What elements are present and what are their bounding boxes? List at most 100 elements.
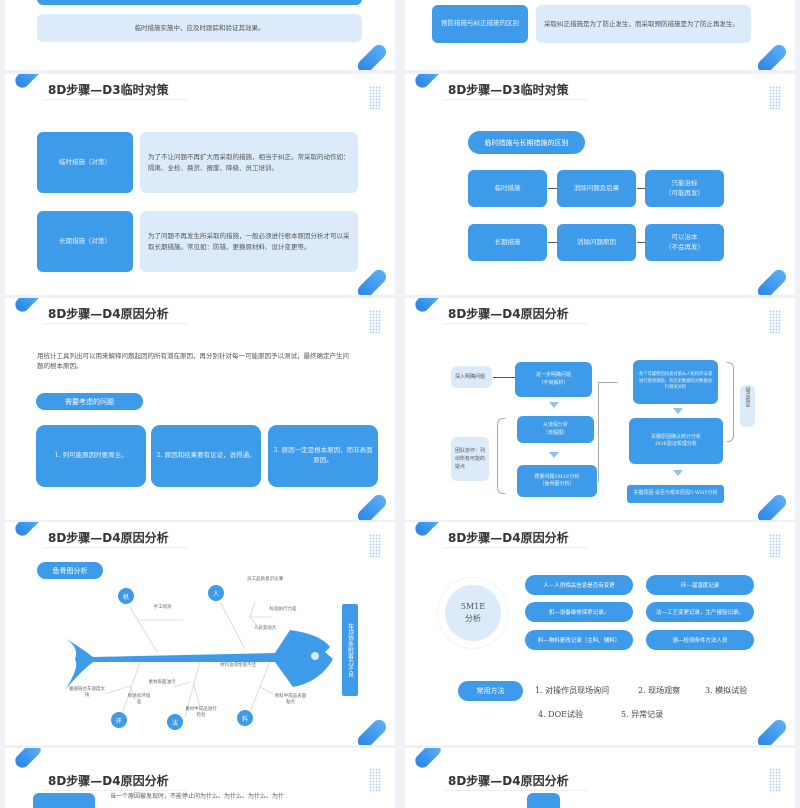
cause-label: 材料油漆性能不佳: [220, 663, 256, 668]
dot-grid-decoration: [369, 534, 381, 558]
verify-label: 疑点验证: [740, 385, 755, 427]
method-item: 1. 对操作员现场询问: [535, 686, 610, 695]
dot-grid-decoration: [769, 768, 781, 792]
cause-label: 原料半成品表面粘点: [274, 694, 307, 705]
arrow: [637, 188, 645, 189]
slide-title: 8D步骤—D4原因分析: [448, 531, 569, 545]
flow-box: 消除问题及后果: [557, 170, 636, 207]
corner-decoration: [412, 522, 444, 539]
corner-decoration: [355, 267, 389, 295]
diff-desc: 采取纠正措施是为了防止发生，而采取预防措施是为了防止再发生。: [536, 5, 751, 43]
slide-d4-partial-right[interactable]: 8D步骤—D4原因分析: [405, 748, 795, 808]
cause-label: 输送链台车速度太快: [69, 687, 105, 698]
corner-decoration: [12, 74, 44, 91]
dot-grid-decoration: [769, 534, 781, 558]
flow-box: 各个可疑原因排查对策从人机料环法测进行逐项测验，有历史数据的对数据进行相关分析: [633, 360, 718, 404]
slide-d4-flowchart[interactable]: 8D步骤—D4原因分析 深入明确问题 进一步明确问题 （不良解析） 从流程分析 …: [405, 298, 795, 520]
flow-box: 质量问题5M1E分析 （鱼骨图分析）: [517, 465, 597, 497]
down-arrow: [673, 408, 683, 414]
dot-grid-decoration: [369, 310, 381, 334]
down-arrow: [549, 402, 559, 408]
desc-text: 当一个原因被发现时，不能停止问为什么、为什么、为什么、为什: [110, 793, 285, 800]
down-arrow: [673, 470, 683, 476]
cause-label: 素材表面油污: [148, 680, 176, 685]
slide-d4-fishbone[interactable]: 8D步骤—D4原因分析 鱼骨图分析 机 人 环 法 料 员工品质意识淡薄 手工喷…: [5, 522, 395, 745]
slide-title: 8D步骤—D4原因分析: [448, 307, 569, 321]
side-note: 团队协作：列出所有可能的疑点: [451, 437, 489, 481]
cause-label: 素材半成品进行检验: [185, 707, 217, 718]
question-card: 2. 原因和结果要有论证，说得通。: [151, 425, 261, 487]
corner-decoration: [412, 74, 444, 91]
question-card: 3. 原因一定是根本原因，而非表面原因。: [268, 425, 378, 487]
slide-title: 8D步骤—D4原因分析: [48, 774, 169, 788]
intro-text: 用统计工具列出可以用来解释问题起因的所有潜在原因，再分别针对每一可能原因予以测试…: [37, 352, 349, 371]
arrow: [548, 188, 557, 189]
cause-label: 手工喷涂: [153, 605, 172, 610]
slide-title: 8D步骤—D4原因分析: [48, 307, 169, 321]
arrow: [548, 242, 557, 243]
corner-decoration: [412, 298, 444, 315]
slide-d3-left[interactable]: 8D步骤—D3临时对策 临时措施（对策） 为了不让问题不再扩大而采取的措施，相当…: [5, 74, 395, 295]
corner-decoration: [355, 42, 389, 70]
5m1e-circle: 5M1E 分析: [445, 585, 501, 641]
brace: [497, 418, 505, 494]
method-item: 4. DOE试验: [538, 710, 583, 719]
slide-d3-partial-left[interactable]: 临时措施实施中，应及时跟踪和验证其效果。: [5, 0, 395, 70]
method-item: 3. 模拟试验: [705, 686, 748, 695]
slide-d4-5why-partial[interactable]: 8D步骤—D4原因分析 当一个原因被发现时，不能停止问为什么、为什么、为什么、为…: [5, 748, 395, 808]
question-card: 1. 列可能原因时要周全。: [36, 425, 146, 487]
fishbone-pill: 鱼骨图分析: [37, 562, 103, 579]
blue-box: [33, 793, 95, 808]
method-item: 2. 现场观察: [638, 686, 681, 695]
factor-pill: 环—温湿度记录: [646, 575, 754, 595]
methods-pill: 常用方法: [458, 681, 523, 701]
factor-pill: 料—物料更改记录（主料、辅料）: [525, 630, 633, 650]
slide-title: 8D步骤—D3临时对策: [448, 83, 569, 97]
slide-title: 8D步骤—D4原因分析: [448, 774, 569, 788]
fish-shape: [63, 630, 333, 690]
side-note: 深入明确问题: [451, 366, 492, 388]
corner-decoration: [355, 492, 389, 520]
slide-title: 8D步骤—D3临时对策: [48, 83, 169, 97]
arrow: [637, 242, 645, 243]
blue-box: [527, 793, 560, 808]
dot-grid-decoration: [369, 768, 381, 792]
slide-d3-partial-right[interactable]: 预防措施与纠正措施的区别 采取纠正措施是为了防止发生，而采取预防措施是为了防止再…: [405, 0, 795, 70]
cause-label: 员工品质意识淡薄: [247, 577, 283, 582]
slide-title: 8D步骤—D4原因分析: [48, 531, 169, 545]
header-pill: 临时措施与长期措施的区别: [468, 131, 585, 154]
note-box: 临时措施实施中，应及时跟踪和验证其效果。: [37, 14, 362, 42]
category-circle: 机: [118, 588, 134, 604]
factor-pill: 机—设备维修保养记录。: [525, 602, 633, 622]
cause-label: 喷涂房环境差: [127, 694, 151, 705]
measure-desc: 为了问题不再发生所采取的措施，一般必须进行根本原因分析才可以采取长期措施。常见如…: [140, 211, 358, 272]
dot-grid-decoration: [769, 310, 781, 334]
measure-label: 临时措施（对策）: [37, 132, 133, 193]
flow-box: 临时措施: [468, 170, 547, 207]
slide-d3-right[interactable]: 8D步骤—D3临时对策 临时措施与长期措施的区别 临时措施 消除问题及后果 只能…: [405, 74, 795, 295]
cause-label: 标准执行力差: [269, 607, 297, 612]
category-circle: 人: [208, 585, 224, 601]
cause-label: 人员变动大: [253, 626, 277, 631]
dot-grid-decoration: [369, 86, 381, 110]
category-circle: 环: [111, 712, 127, 728]
down-arrow: [549, 452, 559, 458]
dot-grid-decoration: [769, 86, 781, 110]
corner-decoration: [12, 748, 44, 771]
category-circle: 料: [237, 710, 253, 726]
flow-box: 从流程分析 （流程图）: [517, 416, 594, 443]
factor-pill: 人—人员相关信息是否有变更: [525, 575, 633, 595]
slide-d4-5m1e[interactable]: 8D步骤—D4原因分析 5M1E 分析 人—人员相关信息是否有变更 环—温湿度记…: [405, 522, 795, 745]
corner-decoration: [12, 298, 44, 315]
diff-label: 预防措施与纠正措施的区别: [432, 5, 528, 43]
flow-box: 关键原因确认统计分析 DOE验证机理分析: [629, 418, 723, 464]
fish-eye: [311, 652, 319, 660]
flow-box: 可以治本 （不会再发）: [645, 224, 724, 261]
slide-d4-intro[interactable]: 8D步骤—D4原因分析 用统计工具列出可以用来解释问题起因的所有潜在原因，再分别…: [5, 298, 395, 520]
factor-pill: 法—工艺变更记录，生产报验记录。: [646, 602, 754, 622]
measure-desc: 为了不让问题不再扩大而采取的措施，相当于纠正。常采取的动作如：隔离、全检、换货、…: [140, 132, 358, 193]
method-item: 5. 异常记录: [621, 710, 664, 719]
corner-decoration: [755, 717, 789, 745]
flow-box: 长期措施: [468, 224, 547, 261]
measure-label: 长期措施（对策）: [37, 211, 133, 272]
